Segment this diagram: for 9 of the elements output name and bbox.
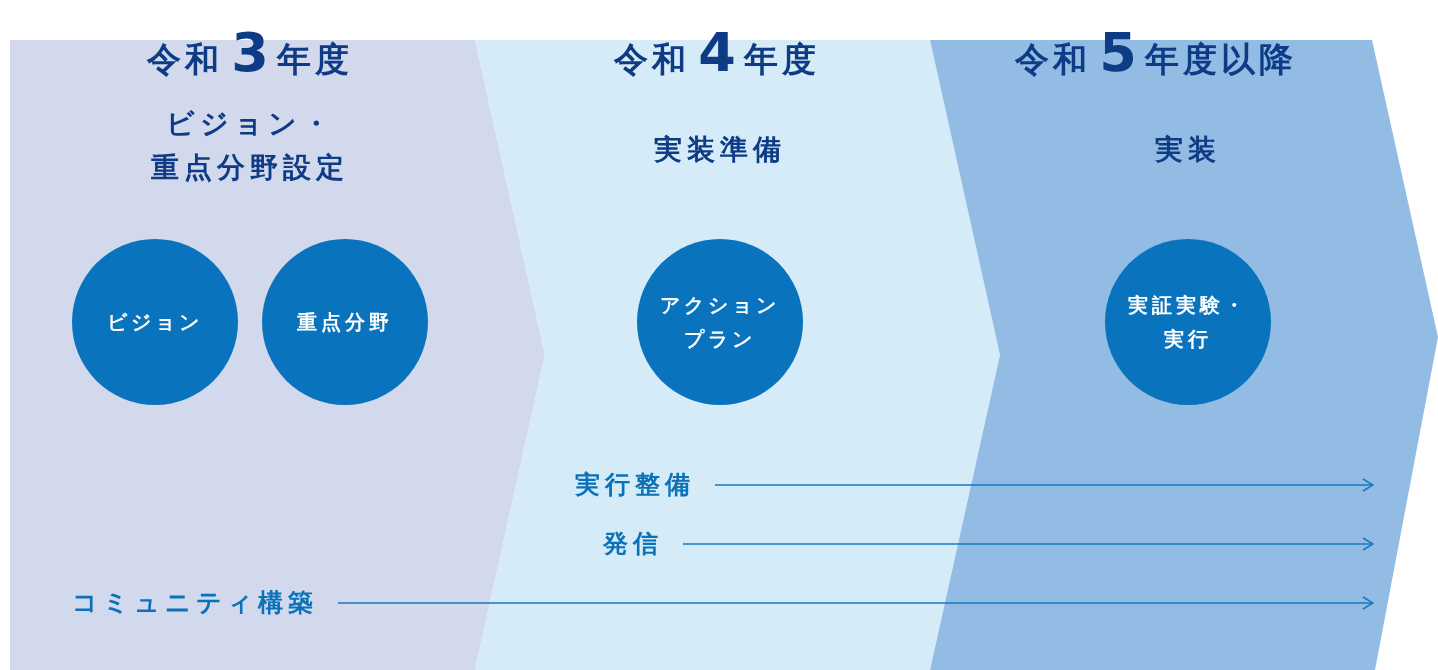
- phase-title: ビジョン・重点分野設定: [150, 106, 350, 186]
- activity-label: コミュニティ構築: [72, 588, 318, 618]
- arrow: [337, 596, 1374, 610]
- phase-title: 実装準備: [653, 132, 787, 168]
- activity-label: 実行整備: [575, 470, 695, 500]
- phase-title: 実装: [1154, 132, 1222, 168]
- arrow: [682, 537, 1374, 551]
- activity-label: 発信: [603, 529, 663, 559]
- arrow: [714, 478, 1374, 492]
